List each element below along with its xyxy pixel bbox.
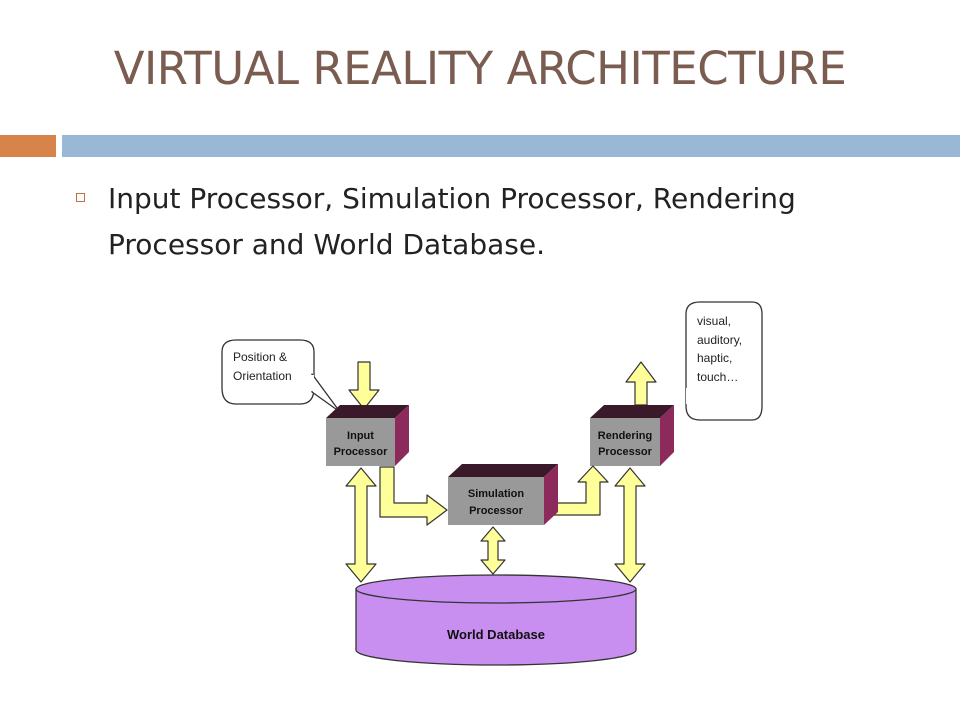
world-database-cylinder: World Database (355, 574, 637, 666)
output-callout-line1: visual, (697, 314, 731, 328)
rendering-processor-line2: Processor (598, 446, 653, 458)
accent-bar-orange (0, 135, 56, 157)
rendering-processor-face (590, 418, 660, 466)
output-callout: visual, auditory, haptic, touch… (685, 301, 763, 421)
input-callout-line2: Orientation (233, 369, 292, 383)
world-database-body (355, 588, 637, 666)
input-database-double-arrow (345, 467, 377, 583)
input-processor-top (326, 405, 409, 418)
rendering-database-double-arrow (614, 467, 646, 583)
rendering-processor-top (590, 405, 674, 418)
input-callout-bubble (221, 339, 315, 405)
simulation-processor-side (544, 464, 558, 525)
simulation-processor-box: Simulation Processor (448, 464, 558, 525)
input-processor-line2: Processor (334, 446, 389, 458)
output-callout-bubble (685, 301, 763, 421)
output-callout-line4: touch… (697, 370, 738, 384)
input-processor-box: Input Processor (326, 405, 409, 466)
input-callout: Position & Orientation (221, 339, 341, 413)
world-database-top (355, 574, 637, 604)
input-callout-tail (311, 373, 341, 413)
input-to-simulation-arrow (379, 466, 448, 526)
rendering-up-arrow (625, 361, 657, 406)
world-database-label: World Database (447, 627, 545, 642)
output-callout-line2: auditory, (697, 333, 742, 347)
simulation-processor-top (448, 464, 558, 477)
simulation-processor-line2: Processor (469, 505, 524, 517)
bullet-square-icon (76, 193, 85, 202)
bullet-text: Input Processor, Simulation Processor, R… (108, 182, 796, 261)
input-processor-side (395, 405, 409, 466)
simulation-processor-face (448, 477, 544, 525)
rendering-processor-side (660, 405, 674, 466)
input-processor-face (326, 418, 395, 466)
slide-title: VIRTUAL REALITY ARCHITECTURE (113, 42, 847, 95)
accent-bar-blue (62, 135, 960, 157)
input-callout-line1: Position & (233, 350, 287, 364)
rendering-processor-box: Rendering Processor (590, 405, 674, 466)
output-callout-line3: haptic, (697, 351, 732, 365)
rendering-processor-line1: Rendering (598, 430, 652, 442)
simulation-processor-line1: Simulation (468, 488, 525, 500)
input-down-arrow (348, 361, 380, 410)
input-processor-line1: Input (347, 430, 374, 442)
simulation-database-double-arrow (480, 526, 506, 575)
simulation-to-rendering-arrow (552, 465, 609, 516)
